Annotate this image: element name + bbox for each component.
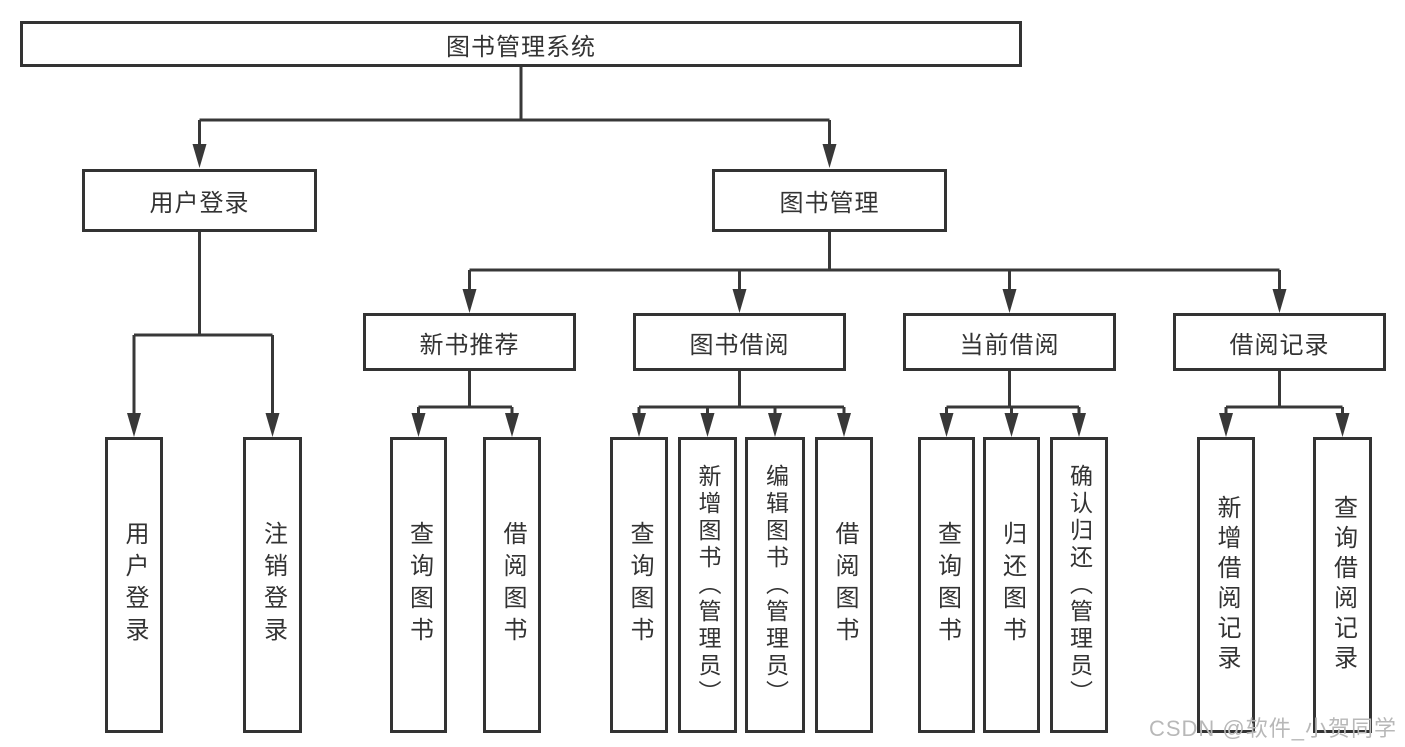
connector-root-to-level2: [198, 67, 831, 146]
leaf-borrow-books-borrowing: 借阅图书: [815, 437, 873, 733]
leaf-add-borrow-record: 新增借阅记录: [1197, 437, 1255, 733]
leaf-query-books-current-label: 查询图书: [933, 521, 961, 649]
connector-current-to-leaves: [945, 371, 1081, 415]
connector-bookmgmt-to-level3: [468, 232, 1281, 291]
leaf-logout: 注销登录: [243, 437, 302, 733]
node-user-login: 用户登录: [82, 169, 317, 232]
leaf-edit-books-admin-label: 编辑图书（管理员）: [762, 463, 789, 707]
leaf-add-books-admin: 新增图书（管理员）: [678, 437, 737, 733]
leaf-borrow-books-borrowing-label: 借阅图书: [831, 521, 858, 649]
connector-records-to-leaves: [1224, 371, 1344, 415]
leaf-confirm-return-admin: 确认归还（管理员）: [1050, 437, 1108, 733]
leaf-user-login-label: 用户登录: [121, 521, 148, 649]
node-library-management-system: 图书管理系统: [20, 21, 1022, 67]
node-book-management: 图书管理: [712, 169, 947, 232]
leaf-edit-books-admin: 编辑图书（管理员）: [745, 437, 805, 733]
leaf-confirm-return-admin-label: 确认归还（管理员）: [1066, 463, 1093, 707]
arrowheads: [127, 144, 1350, 437]
leaf-query-books-borrowing-label: 查询图书: [626, 521, 653, 649]
node-book-borrowing: 图书借阅: [633, 313, 846, 371]
csdn-watermark: CSDN @软件_小贺同学: [1148, 716, 1397, 741]
leaf-query-books-recommend: 查询图书: [390, 437, 447, 733]
leaf-borrow-books-recommend: 借阅图书: [483, 437, 541, 733]
leaf-return-books: 归还图书: [983, 437, 1040, 733]
leaf-query-borrow-record: 查询借阅记录: [1313, 437, 1372, 733]
node-current-borrowing: 当前借阅: [903, 313, 1116, 371]
connector-newbook-to-leaves: [417, 371, 514, 415]
leaf-borrow-books-recommend-label: 借阅图书: [499, 521, 526, 649]
connector-borrowing-to-leaves: [637, 371, 846, 415]
leaf-add-borrow-record-label: 新增借阅记录: [1213, 495, 1240, 675]
leaf-logout-label: 注销登录: [259, 521, 287, 649]
leaf-user-login: 用户登录: [105, 437, 163, 733]
leaf-query-books-borrowing: 查询图书: [610, 437, 668, 733]
node-new-book-recommendation: 新书推荐: [363, 313, 576, 371]
connector-userlogin-to-leaves: [132, 232, 274, 415]
leaf-query-books-recommend-label: 查询图书: [405, 521, 433, 649]
node-borrowing-records: 借阅记录: [1173, 313, 1386, 371]
leaf-query-borrow-record-label: 查询借阅记录: [1329, 495, 1357, 675]
leaf-query-books-current: 查询图书: [918, 437, 975, 733]
leaf-return-books-label: 归还图书: [998, 521, 1026, 649]
leaf-add-books-admin-label: 新增图书（管理员）: [695, 463, 721, 707]
